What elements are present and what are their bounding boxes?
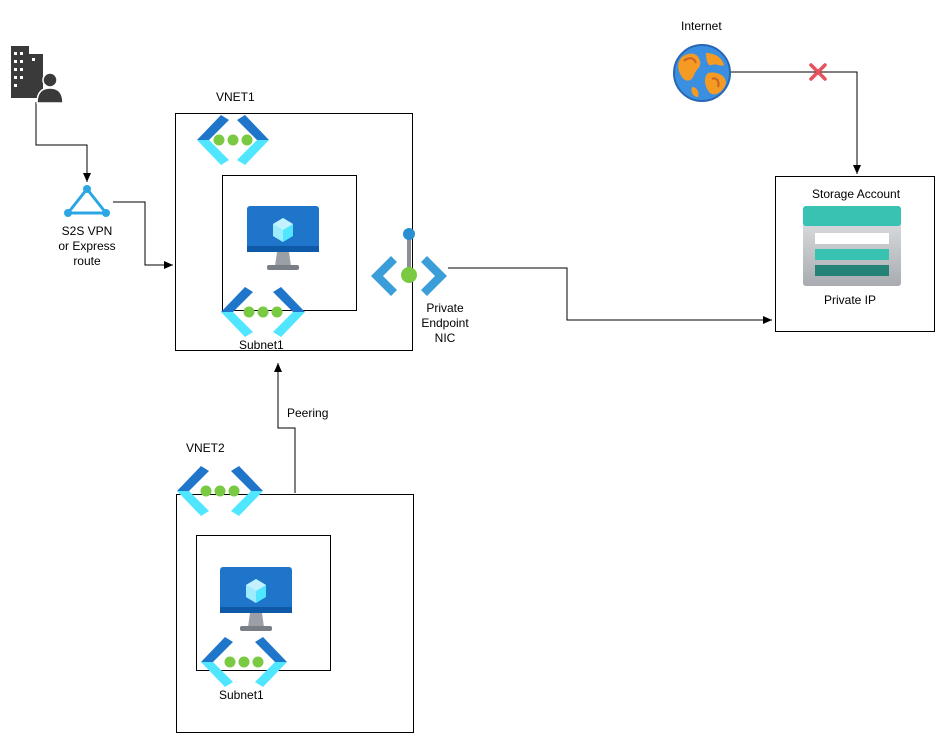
virtual-machine-icon <box>247 206 319 274</box>
private-ip-label: Private IP <box>824 293 877 307</box>
private-endpoint-icon <box>369 226 449 298</box>
virtual-network-icon <box>193 112 273 168</box>
blocked-x-icon <box>808 62 828 82</box>
internet-to-storage-line <box>731 71 861 174</box>
vpn-label-line2: or Express <box>58 239 116 253</box>
building-user-icon <box>9 40 64 104</box>
storage-account-label: Storage Account <box>812 187 901 201</box>
vnet2-label: VNET2 <box>186 441 225 455</box>
storage-account-icon <box>803 206 901 286</box>
onprem-to-vpn-line <box>35 102 91 182</box>
vpn-label-line3: route <box>73 254 101 268</box>
peering-label: Peering <box>287 406 329 420</box>
vnet2-subnet-container <box>196 535 331 671</box>
subnet-icon <box>199 635 289 689</box>
vpn-to-vnet1-line <box>113 201 173 269</box>
peering-line <box>274 363 296 493</box>
vnet1-subnet-container <box>222 175 357 311</box>
vnet1-label: VNET1 <box>216 90 255 104</box>
private-endpoint-label-line3: NIC <box>434 331 456 345</box>
private-endpoint-label: Private Endpoint NIC <box>405 301 485 346</box>
subnet-icon <box>219 285 307 339</box>
vpn-label: S2S VPN or Express route <box>40 224 134 269</box>
vnet2-subnet-label: Subnet1 <box>219 688 264 702</box>
private-endpoint-label-line2: Endpoint <box>421 316 469 330</box>
endpoint-to-storage-line <box>448 267 772 324</box>
vpn-gateway-icon <box>62 184 112 218</box>
vnet1-subnet-label: Subnet1 <box>239 338 284 352</box>
vnet2-container <box>176 494 414 733</box>
storage-account-container <box>775 176 935 332</box>
vpn-label-line1: S2S VPN <box>61 224 113 238</box>
globe-icon <box>672 43 732 103</box>
private-endpoint-label-line1: Private <box>426 301 464 315</box>
virtual-network-icon <box>175 463 265 519</box>
internet-label: Internet <box>681 19 722 33</box>
virtual-machine-icon <box>220 567 292 635</box>
